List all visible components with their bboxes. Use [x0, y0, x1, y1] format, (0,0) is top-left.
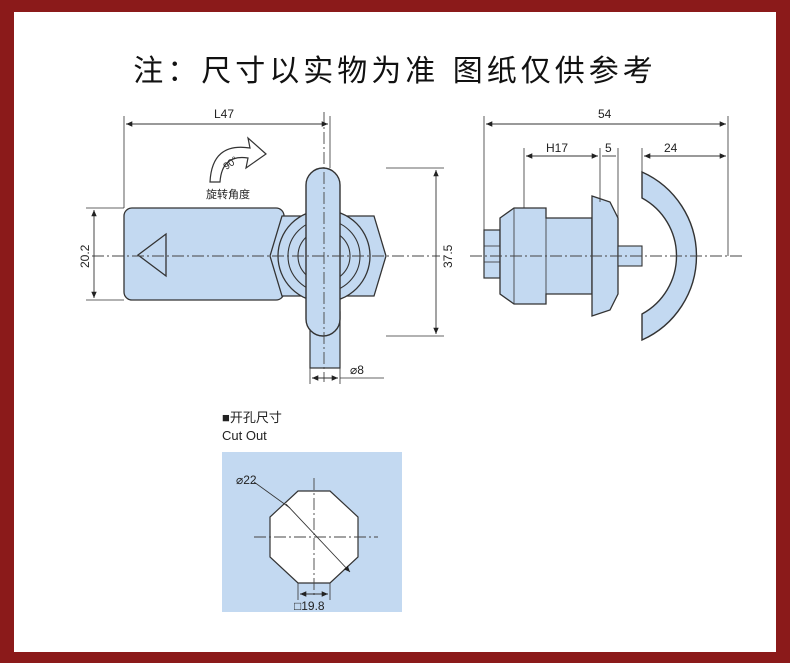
dim-shaft-dia: ⌀8	[350, 363, 364, 377]
dim-37-5: 37.5	[441, 244, 455, 268]
rotation-label: 旋转角度	[206, 187, 250, 201]
direction-triangle	[136, 232, 167, 278]
dim-24: 24	[664, 141, 678, 155]
rotation-arrow-icon	[209, 136, 267, 183]
cutout-section: ■开孔尺寸 Cut Out ⌀22 □19.8	[222, 410, 402, 613]
cutout-title-en: Cut Out	[222, 428, 267, 443]
technical-drawing: L47 20.2 37.5 ⌀8 90° 旋转角度	[78, 107, 744, 613]
dim-flat-19-8: □19.8	[294, 599, 325, 613]
lock-body	[123, 207, 285, 301]
dim-20-2: 20.2	[78, 244, 92, 268]
side-view: 54 H17 5 24	[470, 107, 744, 342]
d-handle	[641, 170, 698, 342]
dim-l47: L47	[214, 107, 234, 121]
front-view: L47 20.2 37.5 ⌀8 90° 旋转角度	[78, 107, 455, 384]
dim-h17: H17	[546, 141, 568, 155]
cutout-title-cn: ■开孔尺寸	[222, 410, 282, 425]
end-nut	[483, 229, 501, 279]
drawing-frame: 注：尺寸以实物为准 图纸仅供参考	[14, 12, 776, 652]
t-handle	[305, 167, 341, 337]
dim-54: 54	[598, 107, 612, 121]
disclaimer-note: 注：尺寸以实物为准 图纸仅供参考	[133, 54, 657, 89]
dim-5: 5	[605, 141, 612, 155]
dim-dia-22: ⌀22	[236, 473, 257, 487]
